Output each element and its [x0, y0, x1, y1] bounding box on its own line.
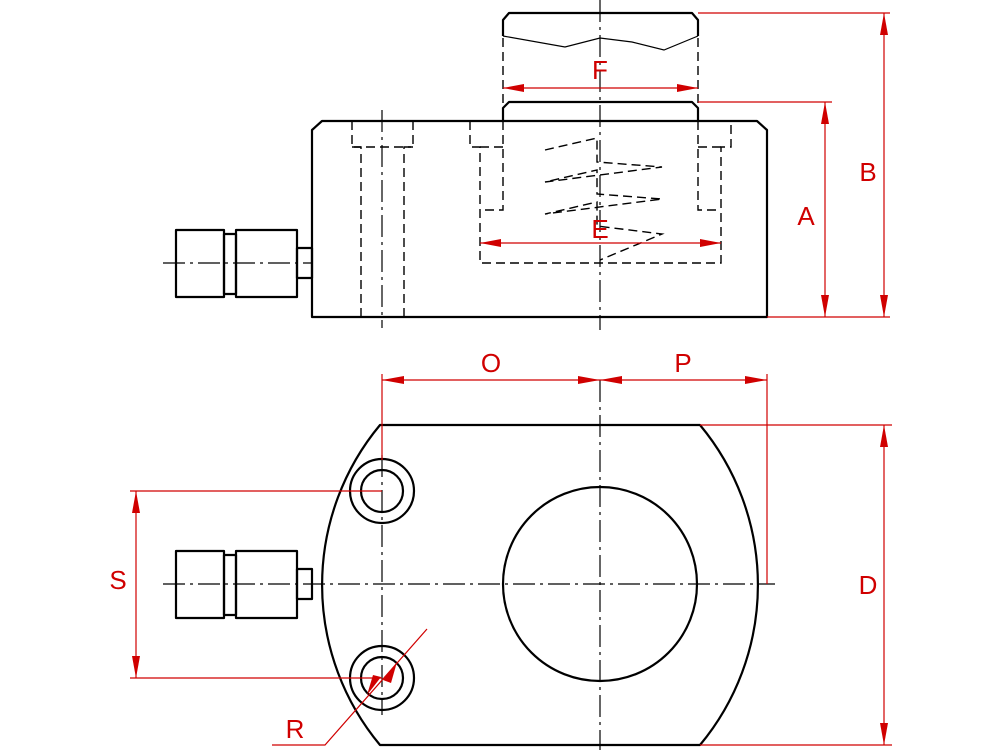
dimension-a	[698, 101, 890, 318]
label-b: B	[859, 157, 876, 187]
dimension-p	[600, 374, 768, 584]
label-f: F	[592, 55, 608, 85]
plunger-break-line	[502, 35, 699, 51]
label-p: P	[674, 348, 691, 378]
dimensions: F E A B O P D S R	[109, 12, 892, 746]
label-o: O	[481, 348, 501, 378]
cylinder-body-outline	[310, 119, 769, 319]
plan-view	[163, 380, 775, 750]
cylinder-plan-outline	[321, 423, 759, 747]
label-d: D	[859, 570, 878, 600]
bolt-bore-hidden	[351, 110, 414, 328]
dimension-e	[480, 239, 721, 247]
return-spring-hidden	[544, 137, 665, 261]
label-s: S	[109, 565, 126, 595]
dimension-d	[700, 424, 892, 746]
label-e: E	[591, 214, 608, 244]
label-a: A	[797, 201, 815, 231]
dimension-f	[503, 84, 698, 92]
plunger-retracted-outline	[501, 100, 700, 121]
hydraulic-coupler-side	[163, 228, 314, 299]
hydraulic-coupler-plan	[174, 549, 314, 620]
dimension-s	[130, 490, 382, 679]
side-view	[163, 0, 769, 330]
label-r: R	[286, 714, 305, 744]
dimension-r	[272, 628, 428, 746]
dimension-o	[381, 374, 600, 460]
dimension-b	[698, 12, 890, 317]
